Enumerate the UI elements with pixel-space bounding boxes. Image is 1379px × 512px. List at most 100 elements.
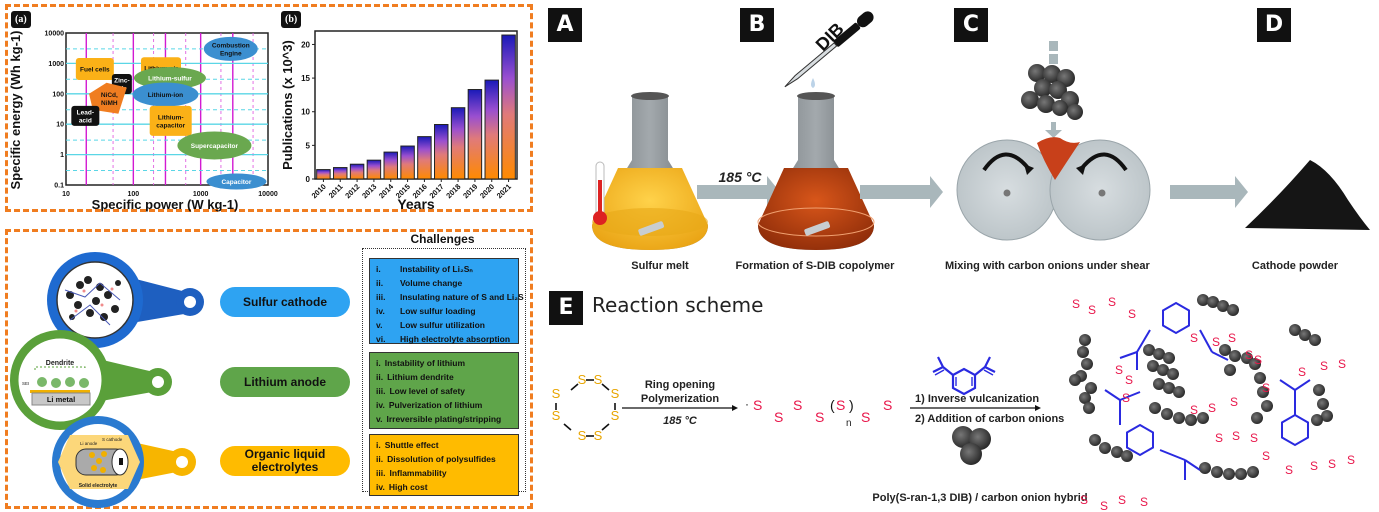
challenge-item: ii.Dissolution of polysulfides (376, 452, 512, 466)
challenge-number: iv. (376, 400, 385, 410)
ring-opening-temp: 185 °C (663, 415, 698, 427)
challenge-text: Pulverization of lithium (388, 400, 483, 410)
sulfur-atom: S (815, 409, 824, 425)
bracket: ) (849, 397, 854, 413)
sulfur-cathode-lens-icon (47, 252, 204, 348)
carbon-onion (1163, 352, 1175, 364)
step-c-tag: C (954, 8, 988, 42)
arrow-c-to-d (1170, 176, 1248, 208)
challenge-text: Low sulfur loading (400, 306, 476, 316)
challenge-text: Instability of lithium (384, 358, 466, 368)
carbon-onion (1251, 412, 1263, 424)
sulfur-atom: S (1108, 295, 1116, 309)
region-label: Lead-acid (77, 109, 94, 124)
carbon-onion (1081, 358, 1093, 370)
carbon-onion (1157, 364, 1169, 376)
panel-bottom-frame (5, 229, 533, 509)
region-label: Supercapacitor (191, 143, 239, 150)
sulfur-atom: S (1128, 307, 1136, 321)
carbon-onion-trio-icon (952, 426, 991, 465)
x-tick-label: 2010 (310, 182, 328, 200)
challenge-text: Lithium dendrite (387, 372, 454, 382)
challenge-number: iii. (376, 386, 386, 396)
challenge-number: v. (376, 320, 383, 330)
carbon-onion (1289, 324, 1301, 336)
sulfur-atom: S (793, 397, 802, 413)
sulfur-atom: S (1088, 303, 1096, 317)
challenge-number: i. (376, 358, 381, 368)
region-label: NiCd,NiMH (101, 92, 118, 107)
inverse-vulcanization-label: 1) Inverse vulcanization (915, 393, 1039, 405)
electrolyte-lens-icon: Li anode S cathode Solid electrolyte (52, 416, 196, 508)
sulfur-atom: S (1250, 431, 1258, 445)
challenge-item: v.Irreversible plating/stripping (376, 412, 512, 426)
carbon-onions-icon (1021, 64, 1083, 120)
flask-a-icon (592, 92, 708, 250)
roller-mill-icon (956, 41, 1151, 241)
carbon-onion (1199, 462, 1211, 474)
challenge-item: iii.Inflammability (376, 466, 512, 480)
dropper-icon (784, 11, 874, 88)
sulfur-atom: S (1320, 359, 1328, 373)
sulfur-atom: S (552, 408, 561, 423)
sulfur-atom: S (611, 408, 620, 423)
bar-x-axis-label: Years (397, 196, 435, 212)
benzene-ring (1126, 423, 1154, 457)
region-lithium-capacitor (149, 105, 192, 136)
cathode-powder-icon (1245, 160, 1370, 230)
x-tick-label: 100 (127, 191, 139, 198)
sulfur-atom: S (1262, 449, 1270, 463)
challenge-item: iii.Low level of safety (376, 384, 512, 398)
flask-b-icon (757, 92, 875, 250)
challenges-title: Challenges (410, 232, 475, 246)
sulfur-atom: S (1072, 297, 1080, 311)
challenge-item: iv.Low sulfur loading (376, 304, 512, 318)
challenge-item: ii.Lithium dendrite (376, 370, 512, 384)
carbon-onion (1185, 414, 1197, 426)
challenge-text: Dissolution of polysulfides (387, 454, 496, 464)
sulfur-atom: S (1190, 331, 1198, 345)
y-tick-label: 5 (306, 141, 311, 150)
carbon-onion (1317, 398, 1329, 410)
carbon-onion (1143, 344, 1155, 356)
challenge-item: i.Instability of Li₂Sₙ (376, 262, 512, 276)
blue-bond (1159, 449, 1186, 461)
sulfur-atom: S (1140, 495, 1148, 509)
sulfur-atom: S (1212, 335, 1220, 349)
carbon-onion (1311, 414, 1323, 426)
y-tick-label: 100 (52, 91, 64, 98)
carbon-onion (1153, 378, 1165, 390)
blue-bond (1119, 351, 1138, 359)
x-tick-label: 2018 (444, 182, 462, 200)
lens-illustrations: Dendrite Li metal SEI Li anode S cathode… (10, 252, 204, 508)
bar-2016 (417, 136, 432, 180)
bar-2017 (434, 124, 449, 180)
sulfur-atom: S (578, 372, 587, 387)
challenge-number: iii. (376, 468, 386, 478)
sulfur-atom: S (861, 409, 870, 425)
challenge-item: i.Instability of lithium (376, 356, 512, 370)
challenge-text: Irreversible plating/stripping (386, 414, 502, 424)
blue-bond (1279, 379, 1296, 391)
carbon-onion (1309, 334, 1321, 346)
sulfur-atom: S (1100, 499, 1108, 512)
x-tick-label: 2014 (377, 181, 396, 200)
carbon-onion (1163, 382, 1175, 394)
y-tick-label: 1000 (48, 61, 64, 68)
sulfur-atom: S (1115, 363, 1123, 377)
sulfur-cathode-pill: Sulfur cathode (220, 287, 350, 317)
carbon-onion (1161, 408, 1173, 420)
carbon-onion (1147, 360, 1159, 372)
s8-bonds (555, 379, 616, 437)
sulfur-atom: S (552, 386, 561, 401)
blue-bond (1104, 389, 1121, 401)
blue-bond (1136, 329, 1151, 353)
region-fuel-cells (75, 58, 114, 81)
y-tick-label: 0 (306, 175, 311, 184)
sulfur-atom: S (1080, 493, 1088, 507)
carbon-onion (1249, 358, 1261, 370)
